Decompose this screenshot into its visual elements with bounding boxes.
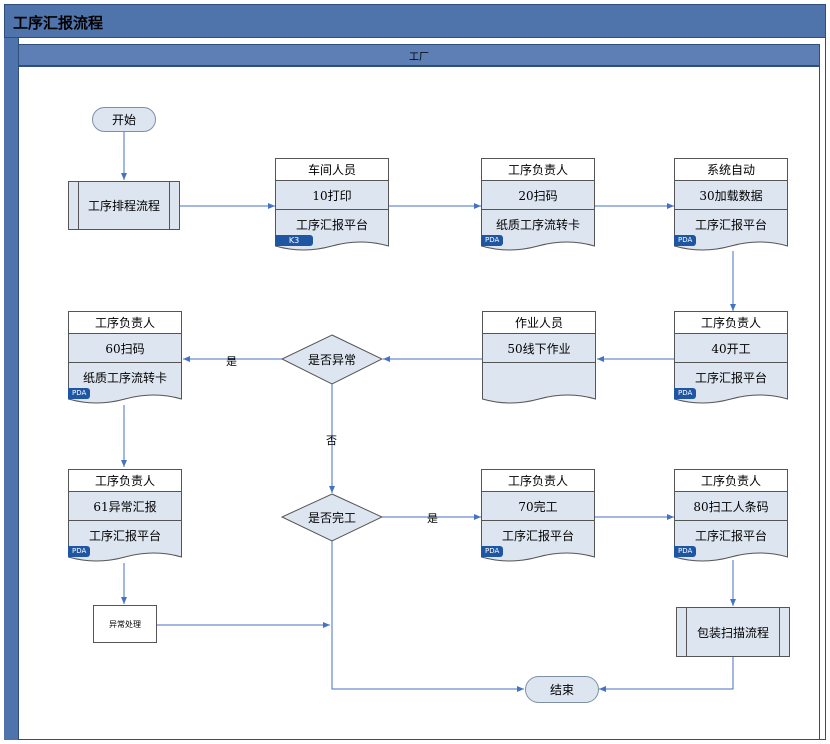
edge-complete-end	[331, 541, 524, 692]
card-step: 20扫码	[481, 180, 595, 210]
exception-process[interactable]: 异常处理	[93, 605, 157, 643]
card-doc: 纸质工序流转卡	[68, 362, 182, 392]
pda-badge: PDA	[481, 546, 504, 557]
card-70-complete[interactable]: 工序负责人 70完工 工序汇报平台 PDA	[481, 469, 595, 565]
card-50-offline[interactable]: 作业人员 50线下作业	[482, 311, 596, 407]
card-step: 61异常汇报	[68, 491, 182, 521]
card-step: 60扫码	[68, 333, 182, 363]
card-doc: 工序汇报平台	[674, 520, 788, 550]
card-role: 车间人员	[275, 158, 389, 181]
edge-label-yes-abnormal: 是	[226, 355, 237, 368]
schedule-process[interactable]: 工序排程流程	[68, 181, 180, 230]
card-61-exception[interactable]: 工序负责人 61异常汇报 工序汇报平台 PDA	[68, 469, 182, 565]
edge-label-yes-complete: 是	[427, 512, 438, 525]
card-doc	[482, 362, 596, 392]
card-role: 工序负责人	[68, 311, 182, 334]
lane-title: 工厂	[409, 52, 429, 63]
lane-body	[18, 66, 820, 740]
pda-badge: PDA	[674, 546, 697, 557]
card-step: 70完工	[481, 491, 595, 521]
card-role: 工序负责人	[481, 158, 595, 181]
title-bar: 工序汇报流程	[4, 4, 826, 38]
end-node[interactable]: 结束	[525, 676, 599, 703]
card-role: 工序负责人	[481, 469, 595, 492]
card-doc: 工序汇报平台	[275, 209, 389, 239]
card-step: 80扫工人条码	[674, 491, 788, 521]
k3-badge: K3	[275, 235, 313, 246]
pda-badge: PDA	[68, 388, 91, 399]
card-80-worker-barcode[interactable]: 工序负责人 80扫工人条码 工序汇报平台 PDA	[674, 469, 788, 565]
card-10-print[interactable]: 车间人员 10打印 工序汇报平台 K3	[275, 158, 389, 254]
card-20-scan[interactable]: 工序负责人 20扫码 纸质工序流转卡 PDA	[481, 158, 595, 254]
card-doc: 纸质工序流转卡	[481, 209, 595, 239]
edge-packaging-end	[599, 657, 734, 692]
pda-badge: PDA	[674, 388, 697, 399]
decision-complete: 是否完工	[307, 511, 356, 525]
lane-header: 工厂	[18, 44, 820, 66]
card-30-load[interactable]: 系统自动 30加载数据 工序汇报平台 PDA	[674, 158, 788, 254]
card-doc: 工序汇报平台	[68, 520, 182, 550]
packaging-process-label: 包装扫描流程	[696, 625, 769, 640]
card-step: 30加载数据	[674, 180, 788, 210]
schedule-process-label: 工序排程流程	[87, 199, 160, 213]
pda-badge: PDA	[674, 235, 697, 246]
decision-complete-shape	[280, 493, 384, 542]
decision-abnormal-shape	[280, 334, 384, 385]
card-step: 50线下作业	[482, 333, 596, 363]
card-step: 40开工	[674, 333, 788, 363]
start-node[interactable]: 开始	[92, 107, 156, 132]
card-40-start[interactable]: 工序负责人 40开工 工序汇报平台 PDA	[674, 311, 788, 407]
pda-badge: PDA	[68, 546, 91, 557]
pda-badge: PDA	[481, 235, 504, 246]
card-doc: 工序汇报平台	[674, 362, 788, 392]
card-role: 系统自动	[674, 158, 788, 181]
card-60-scan[interactable]: 工序负责人 60扫码 纸质工序流转卡 PDA	[68, 311, 182, 407]
card-role: 工序负责人	[674, 469, 788, 492]
card-doc: 工序汇报平台	[674, 209, 788, 239]
card-step: 10打印	[275, 180, 389, 210]
decision-abnormal: 是否异常	[307, 353, 356, 367]
packaging-process[interactable]: 包装扫描流程	[676, 607, 790, 657]
card-role: 工序负责人	[68, 469, 182, 492]
card-role: 工序负责人	[674, 311, 788, 334]
edge-label-no: 否	[326, 434, 337, 447]
card-role: 作业人员	[482, 311, 596, 334]
card-doc: 工序汇报平台	[481, 520, 595, 550]
diagram-title: 工序汇报流程	[13, 14, 104, 32]
